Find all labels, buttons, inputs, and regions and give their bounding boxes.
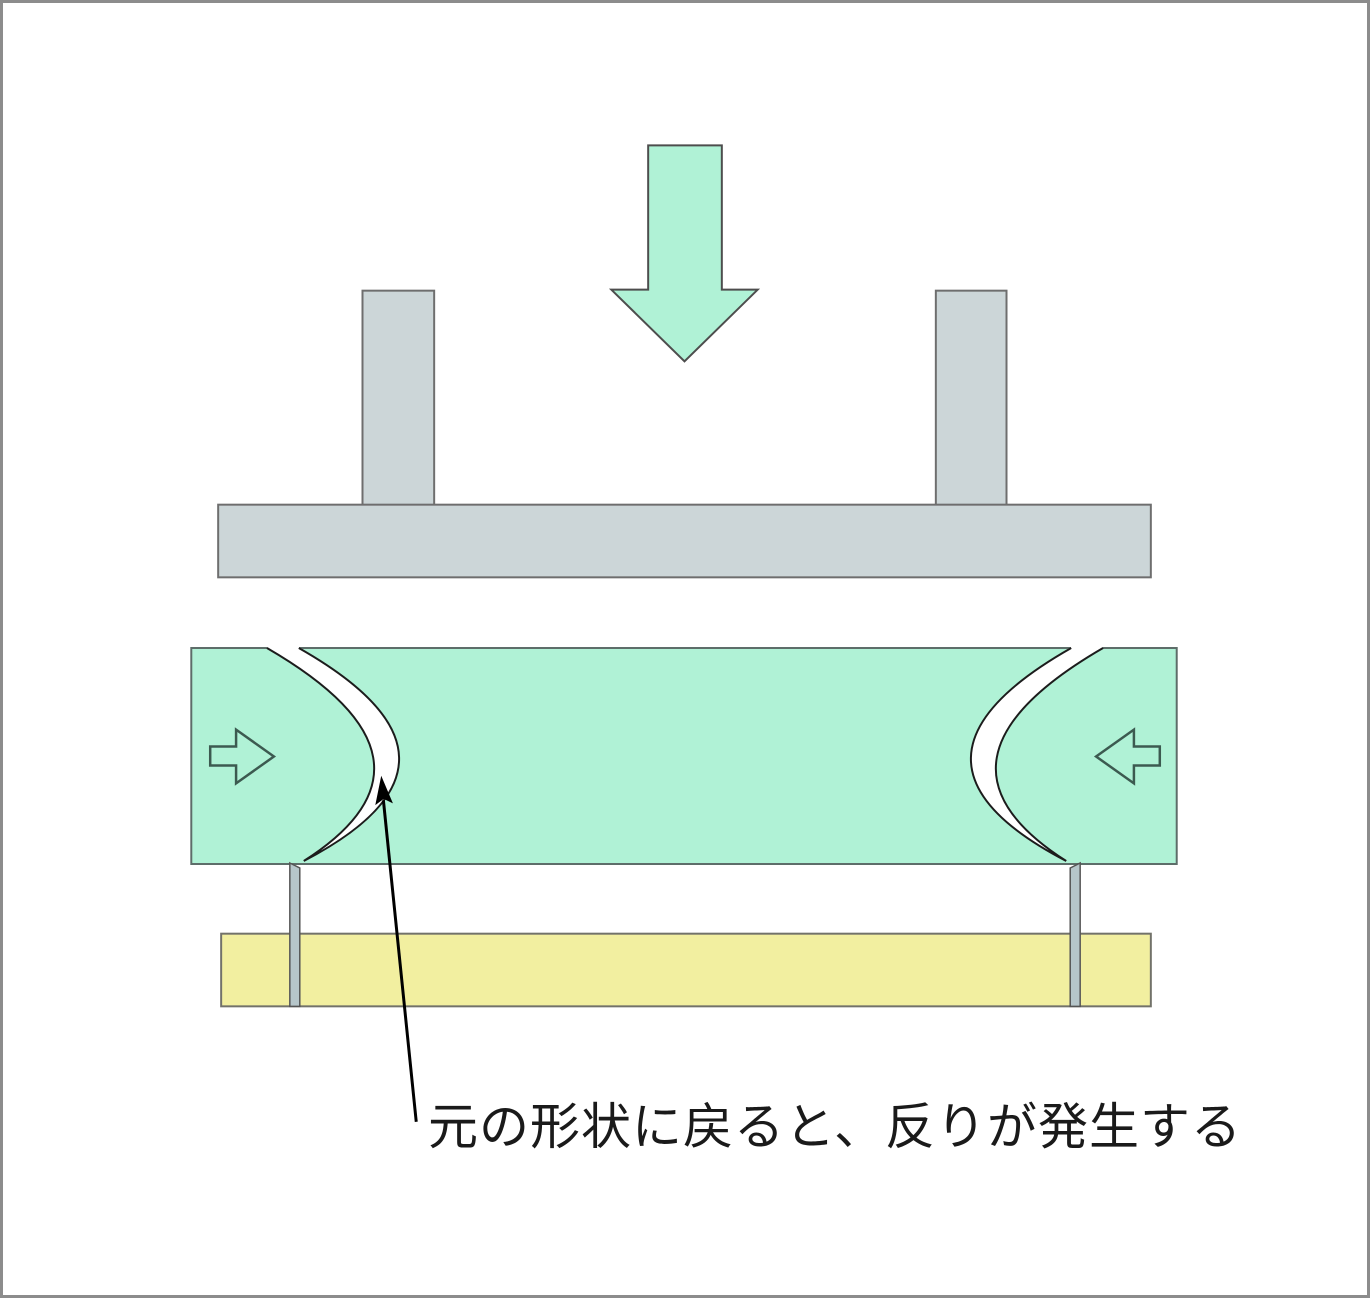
annotation-arrowhead-icon <box>375 775 393 806</box>
press-plate <box>217 503 1152 579</box>
press-force-down-arrow-icon <box>608 144 761 363</box>
left-warp-gap <box>266 647 400 862</box>
annotation-leader-line <box>381 800 418 1122</box>
shrink-left-arrow-icon <box>1093 727 1162 786</box>
shrink-right-arrow-icon <box>208 727 277 786</box>
annotation-label: 元の形状に戻ると、反りが発生する <box>428 1098 1242 1156</box>
press-right-post <box>934 289 1008 507</box>
right-warp-gap-outline <box>969 647 1104 862</box>
right-support-pin <box>1069 861 1081 1008</box>
left-warp-gap-outline <box>266 647 401 862</box>
press-left-post <box>361 289 436 507</box>
left-support-pin <box>289 861 301 1008</box>
substrate-board <box>220 932 1152 1008</box>
right-warp-gap <box>970 647 1104 862</box>
diagram-canvas <box>190 144 1178 1122</box>
